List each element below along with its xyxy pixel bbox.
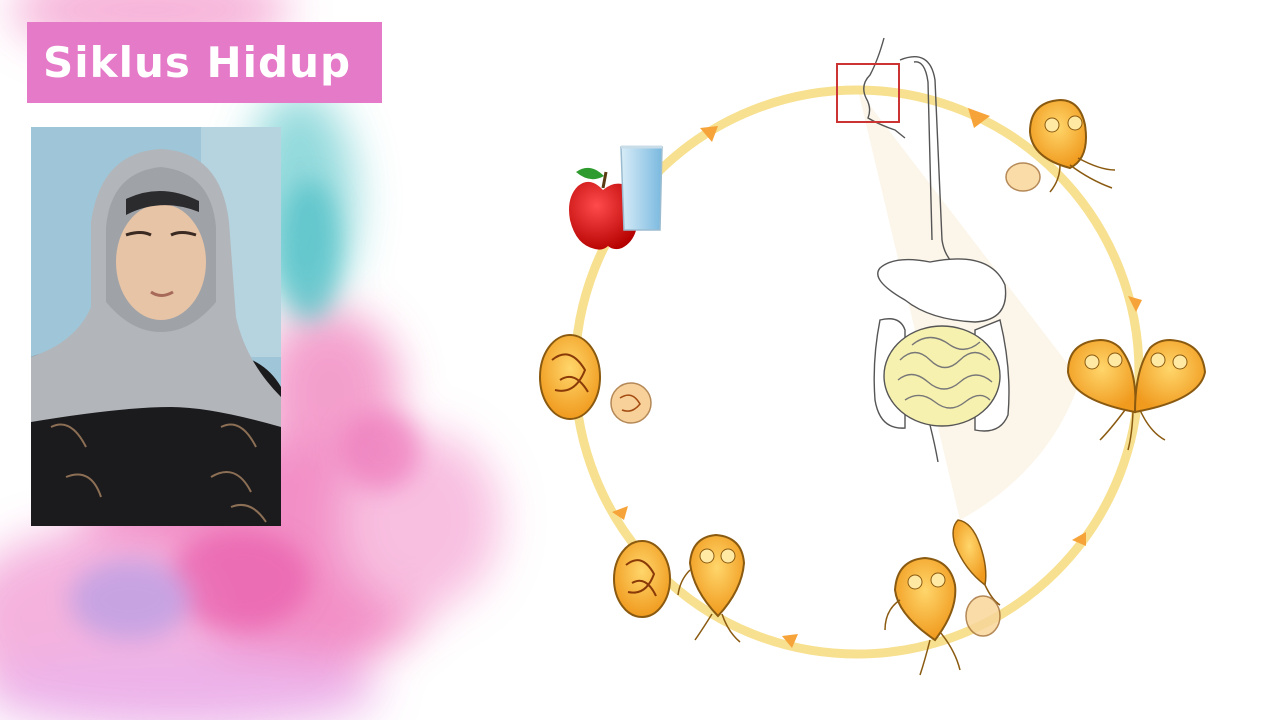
trophozoite-icon xyxy=(952,519,1001,606)
trophozoite-icon xyxy=(884,556,961,676)
presenter-video-frame xyxy=(31,127,281,526)
mouth-highlight-box xyxy=(836,63,900,123)
cycle-arrow-icon xyxy=(1128,296,1142,312)
cyst-icon xyxy=(613,540,671,618)
trophozoite-icon xyxy=(677,533,746,643)
cycle-arrow-icon xyxy=(1072,532,1086,546)
title-banner: Siklus Hidup xyxy=(27,22,382,103)
cycle-arrow-icon xyxy=(612,506,628,520)
cycle-arrow-icon xyxy=(968,108,990,128)
trophozoite-icon xyxy=(1066,338,1207,451)
apple-icon xyxy=(569,167,638,250)
cyst-icon xyxy=(539,334,601,420)
cyst-icon xyxy=(1005,162,1041,192)
life-cycle-diagram xyxy=(539,37,1207,676)
presenter-webcam xyxy=(31,127,281,526)
slide-title: Siklus Hidup xyxy=(43,38,352,87)
cyst-icon xyxy=(610,382,652,424)
cyst-icon xyxy=(965,595,1001,637)
water-glass-icon xyxy=(620,145,663,231)
trophozoite-icon xyxy=(1028,98,1116,193)
cycle-arrow-icon xyxy=(782,634,798,648)
digestive-tract-icon xyxy=(873,258,1010,463)
cycle-arrow-icon xyxy=(700,126,718,142)
cycle-arrows xyxy=(612,108,1142,648)
